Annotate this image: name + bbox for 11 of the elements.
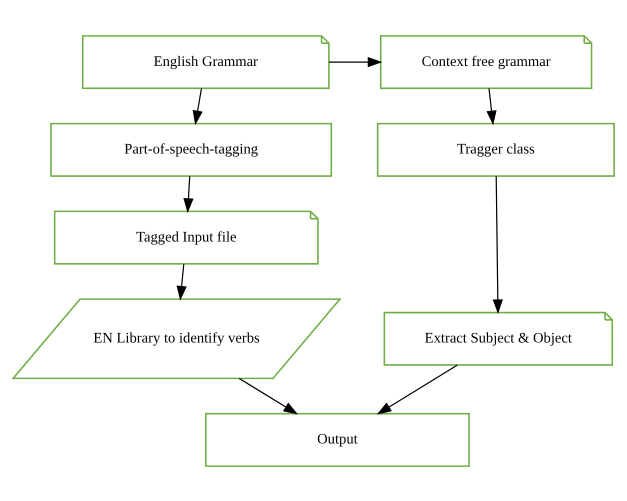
node-box: Part-of-speech-tagging bbox=[50, 122, 332, 176]
arrow bbox=[183, 176, 194, 212]
arrow bbox=[328, 56, 382, 67]
arrow bbox=[376, 364, 458, 414]
arrow bbox=[486, 88, 497, 125]
arrow bbox=[176, 264, 187, 300]
node-box: Tragger class bbox=[376, 122, 615, 176]
arrow bbox=[492, 176, 503, 314]
arrow bbox=[192, 88, 203, 125]
arrow bbox=[238, 377, 298, 414]
node-box: Output bbox=[205, 412, 470, 466]
